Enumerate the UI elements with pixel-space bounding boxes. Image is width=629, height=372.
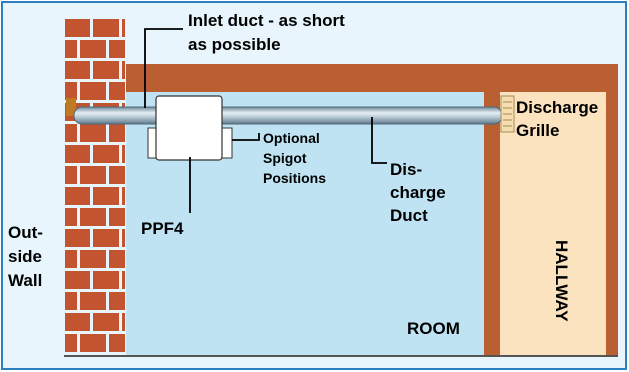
hallway-label: HALLWAY [552,240,571,322]
brick [109,334,125,352]
brick [80,82,106,100]
leader-lines [144,28,387,213]
optional-spigot-label-line3: Positions [263,170,326,186]
discharge-duct-label-line1: Dis- [390,160,422,179]
outside-wall-label-line1: Out- [8,223,43,242]
discharge-duct-leader [371,117,387,164]
brick [93,271,119,289]
grille-slats [503,101,512,127]
ppf4-fan-unit [155,95,223,161]
optional-spigot-label-line2: Spigot [263,150,307,166]
brick [65,145,90,163]
brick [122,145,125,163]
brick [93,19,119,37]
ppf4-label: PPF4 [141,219,184,238]
brick [65,271,90,289]
brick [93,313,119,331]
brick [93,229,119,247]
brick [80,334,106,352]
outside-wall-label-line2: side [8,247,42,266]
brick [109,292,125,310]
brick [65,313,90,331]
brick [65,61,90,79]
brick [65,187,90,205]
brick [109,124,125,142]
inlet-label-line2: as possible [188,35,281,54]
brick [109,82,125,100]
brick [65,124,77,142]
room-label: ROOM [407,319,460,338]
brick [80,208,106,226]
brick [109,250,125,268]
brick [93,187,119,205]
discharge-grille-label-line2: Grille [516,121,559,140]
brick [80,166,106,184]
brick [122,271,125,289]
brick [109,166,125,184]
brick [80,40,106,58]
optional-leader [232,133,260,141]
outside-wall-label-line3: Wall [8,271,42,290]
brick [122,313,125,331]
brick [122,229,125,247]
brick [80,292,106,310]
ceiling [112,64,618,92]
brick [65,250,77,268]
inlet-label-line1: Inlet duct - as short [188,11,345,30]
brick [65,229,90,247]
brick [65,166,77,184]
brick [65,208,77,226]
brick [65,40,77,58]
partition-wall [484,92,500,356]
brick [122,61,125,79]
discharge-duct-label-line3: Duct [390,206,428,225]
discharge-duct-label-line2: charge [390,183,446,202]
hallway-area [500,92,607,356]
brick [65,334,77,352]
brick [80,124,106,142]
optional-spigot-label-line1: Optional [263,130,320,146]
brick [65,82,77,100]
brick [122,19,125,37]
brick [93,61,119,79]
discharge-grille-label-line1: Discharge [516,98,598,117]
brick [109,40,125,58]
inlet-cap [66,98,76,116]
brick [93,145,119,163]
outside-brick-wall [64,18,126,356]
hallway-right-wall [606,64,618,356]
brick [109,208,125,226]
brick [122,187,125,205]
brick [80,250,106,268]
duct [73,106,503,125]
inlet-leader [144,28,183,108]
brick [65,19,90,37]
brick [65,292,77,310]
